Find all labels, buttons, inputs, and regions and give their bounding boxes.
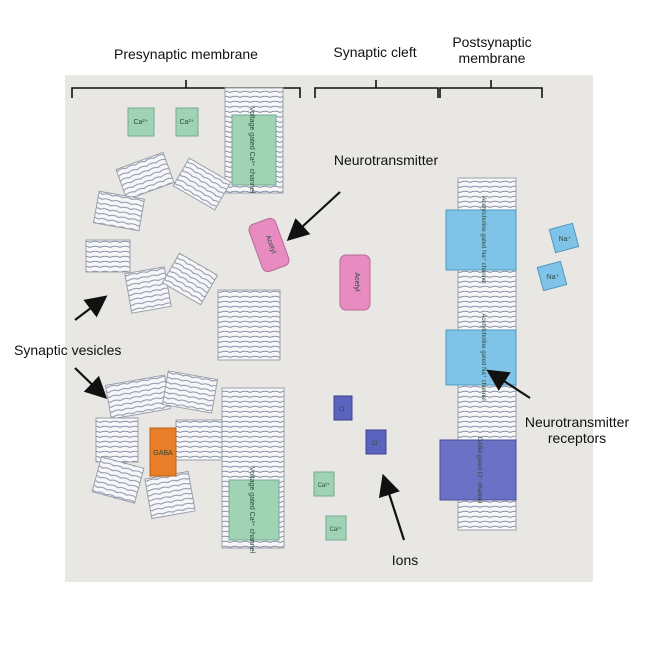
voltage-gated-channel-bottom — [228, 479, 280, 541]
svg-text:Cl⁻: Cl⁻ — [372, 441, 381, 447]
arrow-neurotransmitter — [286, 191, 341, 241]
callout-receptors: Neurotransmitter receptors — [512, 414, 642, 446]
callout-receptors-line2: receptors — [547, 430, 607, 446]
svg-text:Ca²⁺: Ca²⁺ — [318, 482, 331, 489]
arrow-receptors — [486, 369, 531, 399]
callout-receptors-line1: Neurotransmitter — [524, 414, 630, 430]
ca-ion-4: Ca²⁺ — [325, 515, 347, 541]
header-synaptic-cleft: Synaptic cleft — [333, 44, 417, 60]
postsynaptic-membrane: Acetylcholine gated Na⁺ channel Acetylch… — [439, 177, 517, 531]
svg-text:Cl⁻: Cl⁻ — [339, 407, 348, 413]
ach-gated-label-1: Acetylcholine gated Na⁺ channel — [480, 196, 487, 283]
arrow-ions — [378, 473, 406, 541]
svg-text:Ca²⁺: Ca²⁺ — [134, 119, 149, 126]
na-ion-2: Na⁺ — [536, 260, 568, 292]
ca-ion-2: Ca²⁺ — [175, 107, 199, 137]
acetylcholine-molecule-2: Acetyl — [339, 254, 371, 311]
svg-text:Na⁺: Na⁺ — [547, 274, 560, 281]
callout-neurotransmitter: Neurotransmitter — [333, 152, 439, 168]
callout-ions: Ions — [391, 552, 419, 568]
svg-text:Ca²⁺: Ca²⁺ — [330, 526, 343, 533]
svg-text:Ca²⁺: Ca²⁺ — [180, 119, 195, 126]
voltage-gated-channel-top — [231, 114, 277, 186]
ca-ion-1: Ca²⁺ — [127, 107, 155, 137]
arrow-vesicle-lower — [74, 367, 108, 400]
svg-text:GABA: GABA — [153, 450, 173, 457]
callout-synaptic-vesicles: Synaptic vesicles — [14, 342, 122, 358]
presynaptic-membrane-top: Voltage gated Ca²⁺ channel — [217, 87, 284, 361]
cl-ion-1: Cl⁻ — [333, 395, 353, 421]
voltage-gated-label-1: Voltage gated Ca²⁺ channel — [248, 107, 255, 194]
acetylcholine-molecule-1: Acetyl — [248, 217, 290, 273]
header-postsynaptic: Postsynaptic membrane — [436, 34, 548, 66]
bracket-presynaptic — [71, 80, 301, 98]
synaptic-vesicle-lower — [91, 370, 223, 520]
bracket-cleft — [314, 80, 439, 98]
voltage-gated-label-2: Voltage gated Ca²⁺ channel — [248, 467, 255, 554]
ach-gated-label-2: Acetylcholine gated Na⁺ channel — [480, 313, 487, 400]
arrow-vesicle-upper — [74, 295, 108, 321]
bracket-postsynaptic — [439, 80, 543, 98]
ca-ion-3: Ca²⁺ — [313, 471, 335, 497]
svg-text:Na⁺: Na⁺ — [559, 236, 572, 243]
gaba-vesicle-content: GABA — [149, 427, 177, 477]
header-postsynaptic-line2: membrane — [458, 50, 526, 66]
gaba-gated-label: GABA gated Cl⁻ channel — [476, 437, 482, 503]
svg-text:Acetyl: Acetyl — [353, 272, 360, 292]
header-presynaptic: Presynaptic membrane — [114, 46, 258, 62]
header-postsynaptic-line1: Postsynaptic — [452, 34, 532, 50]
ach-gated-channel-1 — [445, 209, 517, 271]
na-ion-1: Na⁺ — [548, 222, 580, 254]
gaba-gated-channel — [439, 439, 517, 501]
presynaptic-membrane-bottom: Voltage gated Ca²⁺ channel — [221, 387, 285, 554]
cl-ion-2: Cl⁻ — [365, 429, 387, 455]
synaptic-vesicle-upper — [85, 151, 232, 314]
